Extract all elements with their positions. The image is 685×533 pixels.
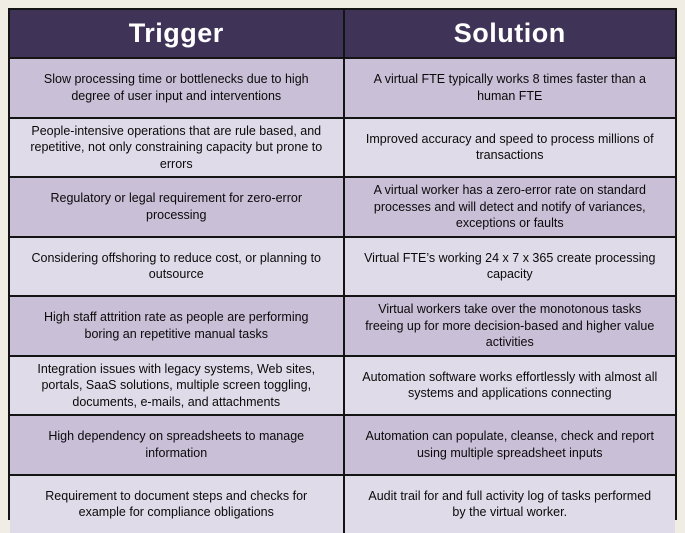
solution-header-cell: Solution — [343, 10, 676, 57]
table-row: High staff attrition rate as people are … — [10, 295, 675, 355]
trigger-cell: High staff attrition rate as people are … — [10, 297, 343, 355]
table-row: Requirement to document steps and checks… — [10, 474, 675, 533]
solution-cell: Improved accuracy and speed to process m… — [343, 119, 676, 177]
solution-cell: Virtual workers take over the monotonous… — [343, 297, 676, 355]
solution-cell: Automation software works effortlessly w… — [343, 357, 676, 415]
trigger-header-cell: Trigger — [10, 10, 343, 57]
table-header-row: Trigger Solution — [10, 10, 675, 57]
solution-cell: A virtual worker has a zero-error rate o… — [343, 178, 676, 236]
table-row: High dependency on spreadsheets to manag… — [10, 414, 675, 474]
trigger-cell: Considering offshoring to reduce cost, o… — [10, 238, 343, 296]
trigger-cell: Requirement to document steps and checks… — [10, 476, 343, 533]
trigger-cell: High dependency on spreadsheets to manag… — [10, 416, 343, 474]
table-row: Regulatory or legal requirement for zero… — [10, 176, 675, 236]
trigger-solution-table: Trigger Solution Slow processing time or… — [8, 8, 677, 520]
solution-cell: Audit trail for and full activity log of… — [343, 476, 676, 533]
trigger-cell: Slow processing time or bottlenecks due … — [10, 59, 343, 117]
table-body: Slow processing time or bottlenecks due … — [10, 57, 675, 533]
table-row: Slow processing time or bottlenecks due … — [10, 57, 675, 117]
trigger-cell: Regulatory or legal requirement for zero… — [10, 178, 343, 236]
table-row: Considering offshoring to reduce cost, o… — [10, 236, 675, 296]
solution-cell: Virtual FTE’s working 24 x 7 x 365 creat… — [343, 238, 676, 296]
solution-cell: Automation can populate, cleanse, check … — [343, 416, 676, 474]
table-row: People-intensive operations that are rul… — [10, 117, 675, 177]
trigger-cell: Integration issues with legacy systems, … — [10, 357, 343, 415]
trigger-cell: People-intensive operations that are rul… — [10, 119, 343, 177]
table-row: Integration issues with legacy systems, … — [10, 355, 675, 415]
solution-cell: A virtual FTE typically works 8 times fa… — [343, 59, 676, 117]
